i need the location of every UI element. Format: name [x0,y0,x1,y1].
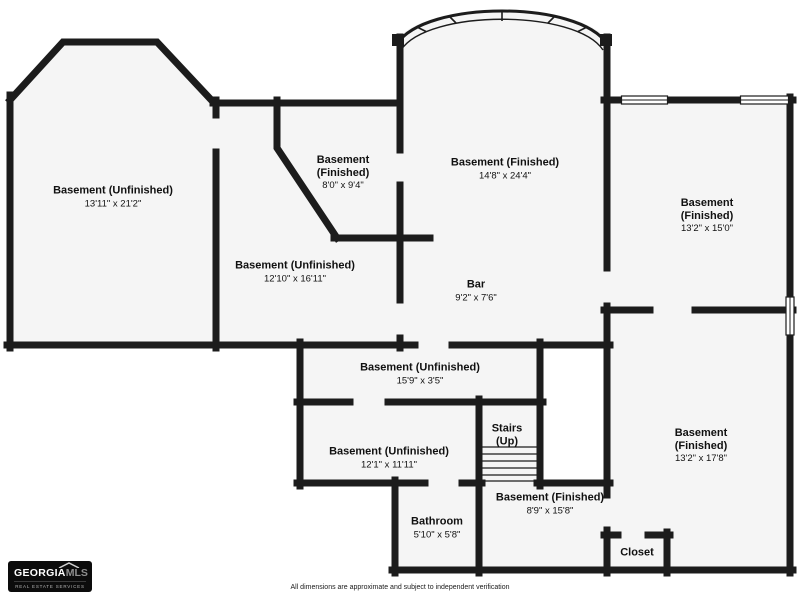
windows [620,95,795,336]
georgia-mls-logo: GEORGIAMLS REAL ESTATE SERVICES [8,561,92,592]
logo-tagline: REAL ESTATE SERVICES [14,581,86,589]
logo-brand-row: GEORGIAMLS [14,562,88,579]
dimensions-disclaimer: All dimensions are approximate and subje… [290,584,510,591]
stairs-treads [482,446,537,482]
window-top-1 [620,95,669,105]
logo-brand-text: GEORGIA [14,567,66,579]
bay-post-left [392,34,404,46]
logo-brand-suffix: MLS [65,567,88,579]
window-top-2 [739,95,790,105]
bay-window-mullions [416,11,588,33]
bay-window [392,9,612,51]
roof-icon [58,562,80,568]
bay-post-right [600,34,612,46]
window-right [785,296,795,336]
